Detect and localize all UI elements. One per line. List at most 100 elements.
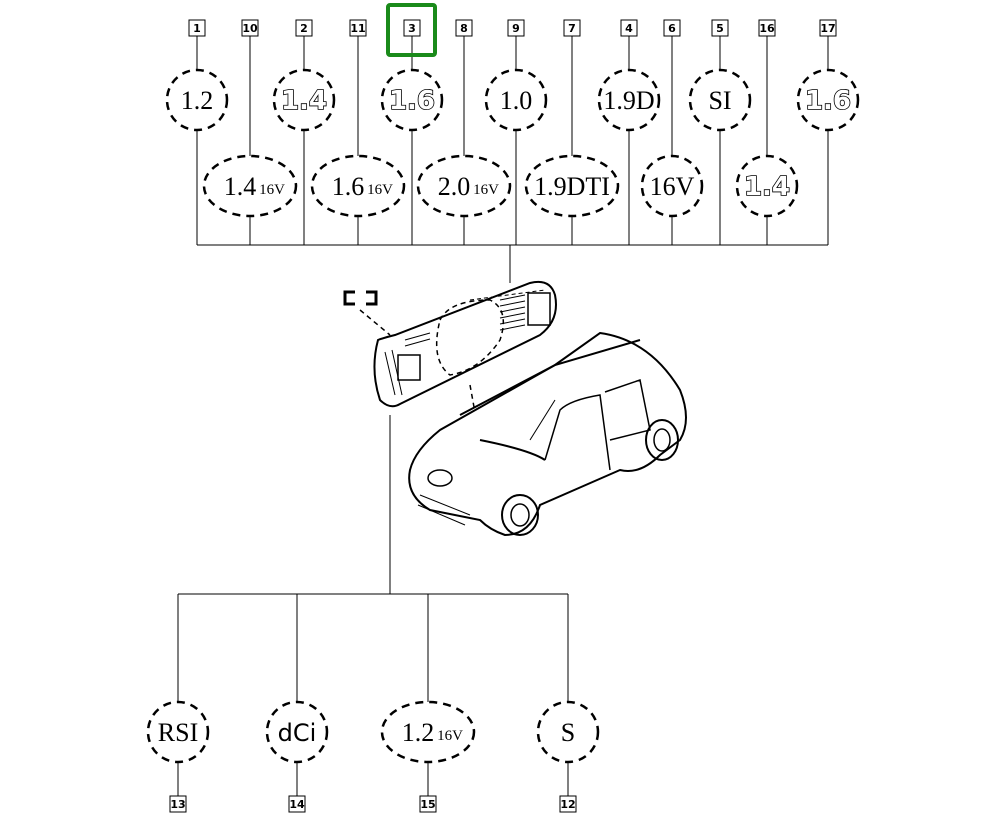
ref-box bbox=[288, 795, 306, 813]
badge-label: dCi bbox=[278, 719, 317, 747]
ref-number-12[interactable]: 12 bbox=[559, 795, 577, 813]
badge-callout-7[interactable]: 1.9DTI bbox=[524, 154, 620, 218]
ref-number-11[interactable]: 11 bbox=[349, 19, 367, 37]
ref-number-label: 9 bbox=[512, 22, 520, 35]
ref-number-9[interactable]: 9 bbox=[507, 19, 525, 37]
badge-outline bbox=[272, 68, 336, 132]
selected-ref-highlight bbox=[386, 3, 437, 57]
badge-sublabel: 16V bbox=[473, 182, 499, 198]
ref-number-label: 4 bbox=[625, 22, 633, 35]
ref-number-7[interactable]: 7 bbox=[563, 19, 581, 37]
ref-number-14[interactable]: 14 bbox=[288, 795, 306, 813]
detail-bracket-icon bbox=[343, 290, 378, 306]
badge-label: 1.6 bbox=[805, 86, 851, 116]
badge-label: 1.6 bbox=[332, 172, 365, 201]
badge-outline bbox=[640, 154, 704, 218]
ref-box bbox=[663, 19, 681, 37]
badge-callout-12[interactable]: S bbox=[536, 700, 600, 764]
ref-number-4[interactable]: 4 bbox=[620, 19, 638, 37]
ref-box bbox=[188, 19, 206, 37]
ref-number-1[interactable]: 1 bbox=[188, 19, 206, 37]
ref-box bbox=[403, 19, 421, 37]
badge-sublabel: 16V bbox=[367, 182, 393, 198]
ref-number-5[interactable]: 5 bbox=[711, 19, 729, 37]
ref-number-label: 14 bbox=[289, 798, 305, 811]
badge-outline bbox=[165, 68, 229, 132]
badge-callout-2[interactable]: 1.4 bbox=[272, 68, 336, 132]
ref-number-3[interactable]: 3 bbox=[403, 19, 421, 37]
badge-label: 1.2 bbox=[181, 86, 214, 115]
ref-number-label: 13 bbox=[170, 798, 185, 811]
ref-number-label: 12 bbox=[560, 798, 575, 811]
ref-number-label: 1 bbox=[193, 22, 201, 35]
ref-number-13[interactable]: 13 bbox=[169, 795, 187, 813]
badge-outline bbox=[380, 700, 476, 764]
badge-callout-4[interactable]: 1.9D bbox=[597, 68, 661, 132]
badge-label: 1.9D bbox=[603, 86, 654, 115]
badge-outline bbox=[202, 154, 298, 218]
badge-callout-5[interactable]: SI bbox=[688, 68, 752, 132]
badge-outline bbox=[310, 154, 406, 218]
badge-callout-9[interactable]: 1.0 bbox=[484, 68, 548, 132]
ref-box bbox=[241, 19, 259, 37]
ref-box bbox=[620, 19, 638, 37]
badge-outline bbox=[796, 68, 860, 132]
badge-callout-13[interactable]: RSI bbox=[146, 700, 210, 764]
ref-number-label: 11 bbox=[350, 22, 365, 35]
ref-number-label: 5 bbox=[716, 22, 724, 35]
ref-box bbox=[758, 19, 776, 37]
badge-plate-icon bbox=[373, 280, 557, 408]
badge-label: 1.4 bbox=[281, 86, 327, 116]
ref-number-label: 16 bbox=[759, 22, 775, 35]
badge-callout-17[interactable]: 1.6 bbox=[796, 68, 860, 132]
badge-label: RSI bbox=[158, 718, 198, 747]
badge-label: 1.6 bbox=[389, 86, 435, 116]
ref-number-label: 3 bbox=[408, 22, 416, 35]
badge-callout-3[interactable]: 1.6 bbox=[380, 68, 444, 132]
ref-box bbox=[711, 19, 729, 37]
badge-outline bbox=[380, 68, 444, 132]
ref-box bbox=[349, 19, 367, 37]
badge-label: 1.2 bbox=[402, 718, 435, 747]
badge-callout-1[interactable]: 1.2 bbox=[165, 68, 229, 132]
badge-outline bbox=[416, 154, 512, 218]
badge-callout-14[interactable]: dCi bbox=[265, 700, 329, 764]
badge-label: 2.0 bbox=[438, 172, 471, 201]
ref-number-6[interactable]: 6 bbox=[663, 19, 681, 37]
badge-label: 1.4 bbox=[224, 172, 257, 201]
ref-box bbox=[563, 19, 581, 37]
ref-number-8[interactable]: 8 bbox=[455, 19, 473, 37]
badge-outline bbox=[265, 700, 329, 764]
ref-box bbox=[169, 795, 187, 813]
badge-callout-16[interactable]: 1.4 bbox=[735, 154, 799, 218]
ref-number-label: 10 bbox=[242, 22, 258, 35]
badge-outline bbox=[484, 68, 548, 132]
badge-outline bbox=[688, 68, 752, 132]
ref-number-label: 2 bbox=[300, 22, 308, 35]
ref-number-2[interactable]: 2 bbox=[295, 19, 313, 37]
ref-number-15[interactable]: 15 bbox=[419, 795, 437, 813]
ref-number-10[interactable]: 10 bbox=[241, 19, 259, 37]
badge-callout-6[interactable]: 16V bbox=[640, 154, 704, 218]
badge-sublabel: 16V bbox=[437, 728, 463, 744]
badge-label: 1.0 bbox=[500, 86, 533, 115]
ref-number-label: 8 bbox=[460, 22, 468, 35]
badge-outline bbox=[146, 700, 210, 764]
badge-label: 16V bbox=[650, 172, 695, 201]
ref-box bbox=[419, 795, 437, 813]
ref-box bbox=[559, 795, 577, 813]
badge-outline bbox=[597, 68, 661, 132]
badge-label: SI bbox=[708, 86, 731, 115]
ref-number-16[interactable]: 16 bbox=[758, 19, 776, 37]
badge-label: S bbox=[561, 718, 575, 747]
ref-box bbox=[295, 19, 313, 37]
car-icon bbox=[408, 331, 687, 537]
ref-number-17[interactable]: 17 bbox=[819, 19, 837, 37]
car-illustration bbox=[343, 280, 687, 537]
badge-outline bbox=[536, 700, 600, 764]
